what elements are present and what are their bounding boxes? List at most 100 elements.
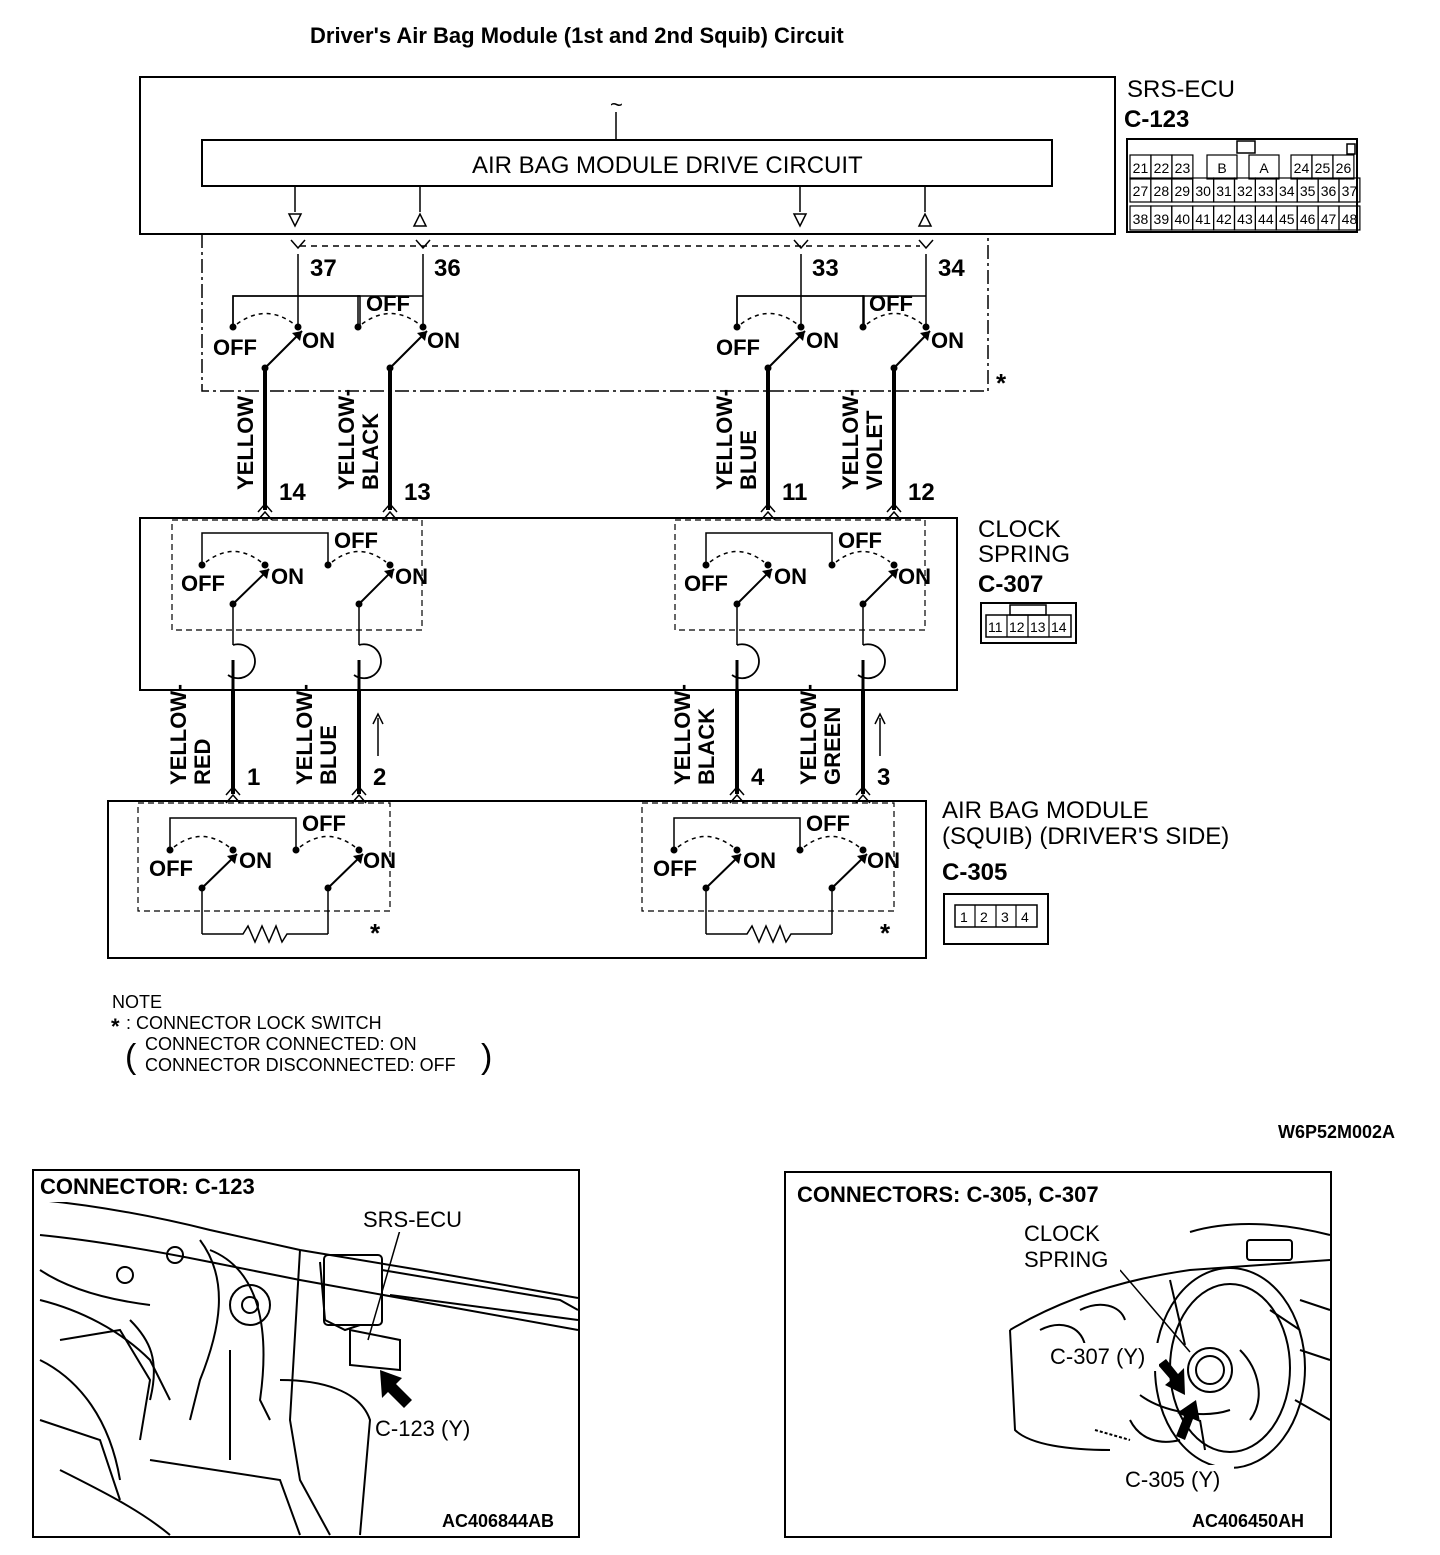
cs-sw-12-coil (857, 643, 886, 680)
m-sw-1-travel (173, 835, 230, 848)
panel-left-ecu-label: SRS-ECU (363, 1207, 462, 1232)
c123-pin-48: 48 (1342, 211, 1358, 227)
c123-pin-41: 41 (1195, 211, 1211, 227)
c123-pin-29: 29 (1174, 183, 1190, 199)
ecu-sw-34-arrowhead (920, 331, 930, 341)
ecu-arrow-1 (412, 212, 428, 227)
ecu-output-arrows (287, 186, 933, 228)
c123-pin-40: 40 (1174, 211, 1190, 227)
m-sw-2-travel (299, 835, 356, 848)
c123-pin-39: 39 (1154, 211, 1170, 227)
ecu-on-label-4: ON (931, 328, 964, 353)
cs-sw-13-on-contact (386, 561, 394, 569)
m-sw-3-on-contact (859, 846, 867, 854)
arrow-c305-icon (1176, 1400, 1200, 1440)
c123-pin-31: 31 (1216, 183, 1232, 199)
ecu-on-label-3: ON (806, 328, 839, 353)
wire-color-upper-11-0: YELLOW- (712, 389, 737, 490)
c123-key-a: A (1259, 160, 1269, 176)
c305-pin-3: 3 (1001, 909, 1009, 925)
module-pin-label-2: 2 (373, 764, 386, 791)
module-pin-label-3: 3 (877, 764, 890, 791)
note-asterisk: * (111, 1014, 120, 1039)
connectors-c305-c307-location-panel: CONNECTORS: C-305, C-307 CLOCK SPRING C-… (784, 1171, 1332, 1538)
m-off-label-3: OFF (653, 856, 697, 881)
c123-pin-42: 42 (1216, 211, 1232, 227)
m-sw-2-arrowhead (353, 854, 363, 864)
arrow-pin2-icon (372, 712, 384, 725)
ecu-pin-34: 34 (938, 255, 965, 282)
srs-ecu-name: SRS-ECU (1127, 76, 1235, 103)
c123-pin-46: 46 (1300, 211, 1316, 227)
cs-sw-13-travel (331, 550, 387, 563)
m-on-label-2: ON (363, 848, 396, 873)
c307-connector-face: 11 12 13 14 (980, 602, 1077, 644)
clock-spring-name-2: SPRING (978, 541, 1070, 568)
ecu-sw-33-arrowhead (795, 331, 805, 341)
ecu-arrow-3 (917, 212, 933, 227)
note-heading: NOTE (112, 992, 162, 1012)
c123-pin-26-cell (1332, 154, 1355, 180)
cs-off-label-4: OFF (838, 528, 882, 553)
clock-spring-pin-label-11: 11 (782, 479, 807, 506)
tilde-symbol: ~ (610, 92, 623, 117)
clock-spring-pin-label-12: 12 (908, 479, 935, 506)
c123-pin-24: 24 (1294, 160, 1310, 176)
air-bag-module-name-2: (SQUIB) (DRIVER'S SIDE) (942, 823, 1229, 850)
panel-left-code: AC406844AB (442, 1511, 554, 1531)
panel-left-connector-label: C-123 (Y) (375, 1416, 470, 1441)
ecu-pin-33: 33 (812, 255, 839, 282)
c123-pin-48-cell (1338, 205, 1361, 231)
ecu-off-label-4: OFF (869, 291, 913, 316)
steering-wheel-illustration (1009, 1223, 1331, 1469)
clock-spring-pin-label-14: 14 (279, 479, 306, 506)
m-sw-2-on-contact (355, 846, 363, 854)
wire-color-upper-14-0: YELLOW (233, 396, 258, 490)
ecu-off-label-2: OFF (366, 291, 410, 316)
ecu-on-label-1: ON (302, 328, 335, 353)
panel-right-code: AC406450AH (1192, 1511, 1304, 1531)
wire-color-lower-3-1: GREEN (820, 707, 845, 785)
m-off-label-2: OFF (302, 811, 346, 836)
c123-pin-25: 25 (1315, 160, 1331, 176)
cs-sw-13-arrowhead (384, 569, 394, 579)
c123-pin-47: 47 (1321, 211, 1337, 227)
wire-color-upper-12-1: VIOLET (862, 410, 887, 490)
air-bag-module-box (107, 800, 927, 959)
drive-circuit-box (201, 139, 1053, 187)
c123-pin-44: 44 (1258, 211, 1274, 227)
c307-pin-14: 14 (1051, 619, 1067, 635)
cs-sw-11-coil (731, 643, 760, 680)
c307-pin-13: 13 (1030, 619, 1046, 635)
ecu-sw-36-arrowhead (417, 331, 427, 341)
wire-color-lower-1-0: YELLOW- (166, 684, 191, 785)
ecu-arrow-2 (792, 213, 808, 228)
cs-sw-13-coil (353, 643, 382, 680)
c123-pin-21: 21 (1133, 160, 1149, 176)
note-paren-open: ( (125, 1038, 137, 1076)
c123-pin-30: 30 (1195, 183, 1211, 199)
ecu-sw-37-travel (236, 312, 295, 325)
m-sw-4-travel (677, 835, 734, 848)
ecu-sw-36-blade (389, 330, 428, 369)
cs-sw-12-travel (835, 550, 891, 563)
wire-color-lower-3-0: YELLOW- (796, 684, 821, 785)
m-on-label-3: ON (743, 848, 776, 873)
squib-resistor-1 (202, 924, 328, 944)
m-off-label-1: OFF (149, 856, 193, 881)
air-bag-module-name-1: AIR BAG MODULE (942, 797, 1149, 824)
c305-connector-face: 1 2 3 4 (943, 893, 1049, 945)
m-sw-3-arrowhead (857, 854, 867, 864)
cs-on-label-4: ON (898, 564, 931, 589)
dashboard-underside-illustration (39, 1199, 579, 1536)
c123-pin-36: 36 (1321, 183, 1337, 199)
wire-color-lower-4-0: YELLOW- (670, 684, 695, 785)
note-line-1: : CONNECTOR LOCK SWITCH (126, 1013, 382, 1033)
cs-on-label-1: ON (271, 564, 304, 589)
m-sw-1-arrowhead (227, 854, 237, 864)
m-on-label-1: ON (239, 848, 272, 873)
clock-spring-name-1: CLOCK (978, 516, 1061, 543)
clock-spring-pin-label-13: 13 (404, 479, 431, 506)
